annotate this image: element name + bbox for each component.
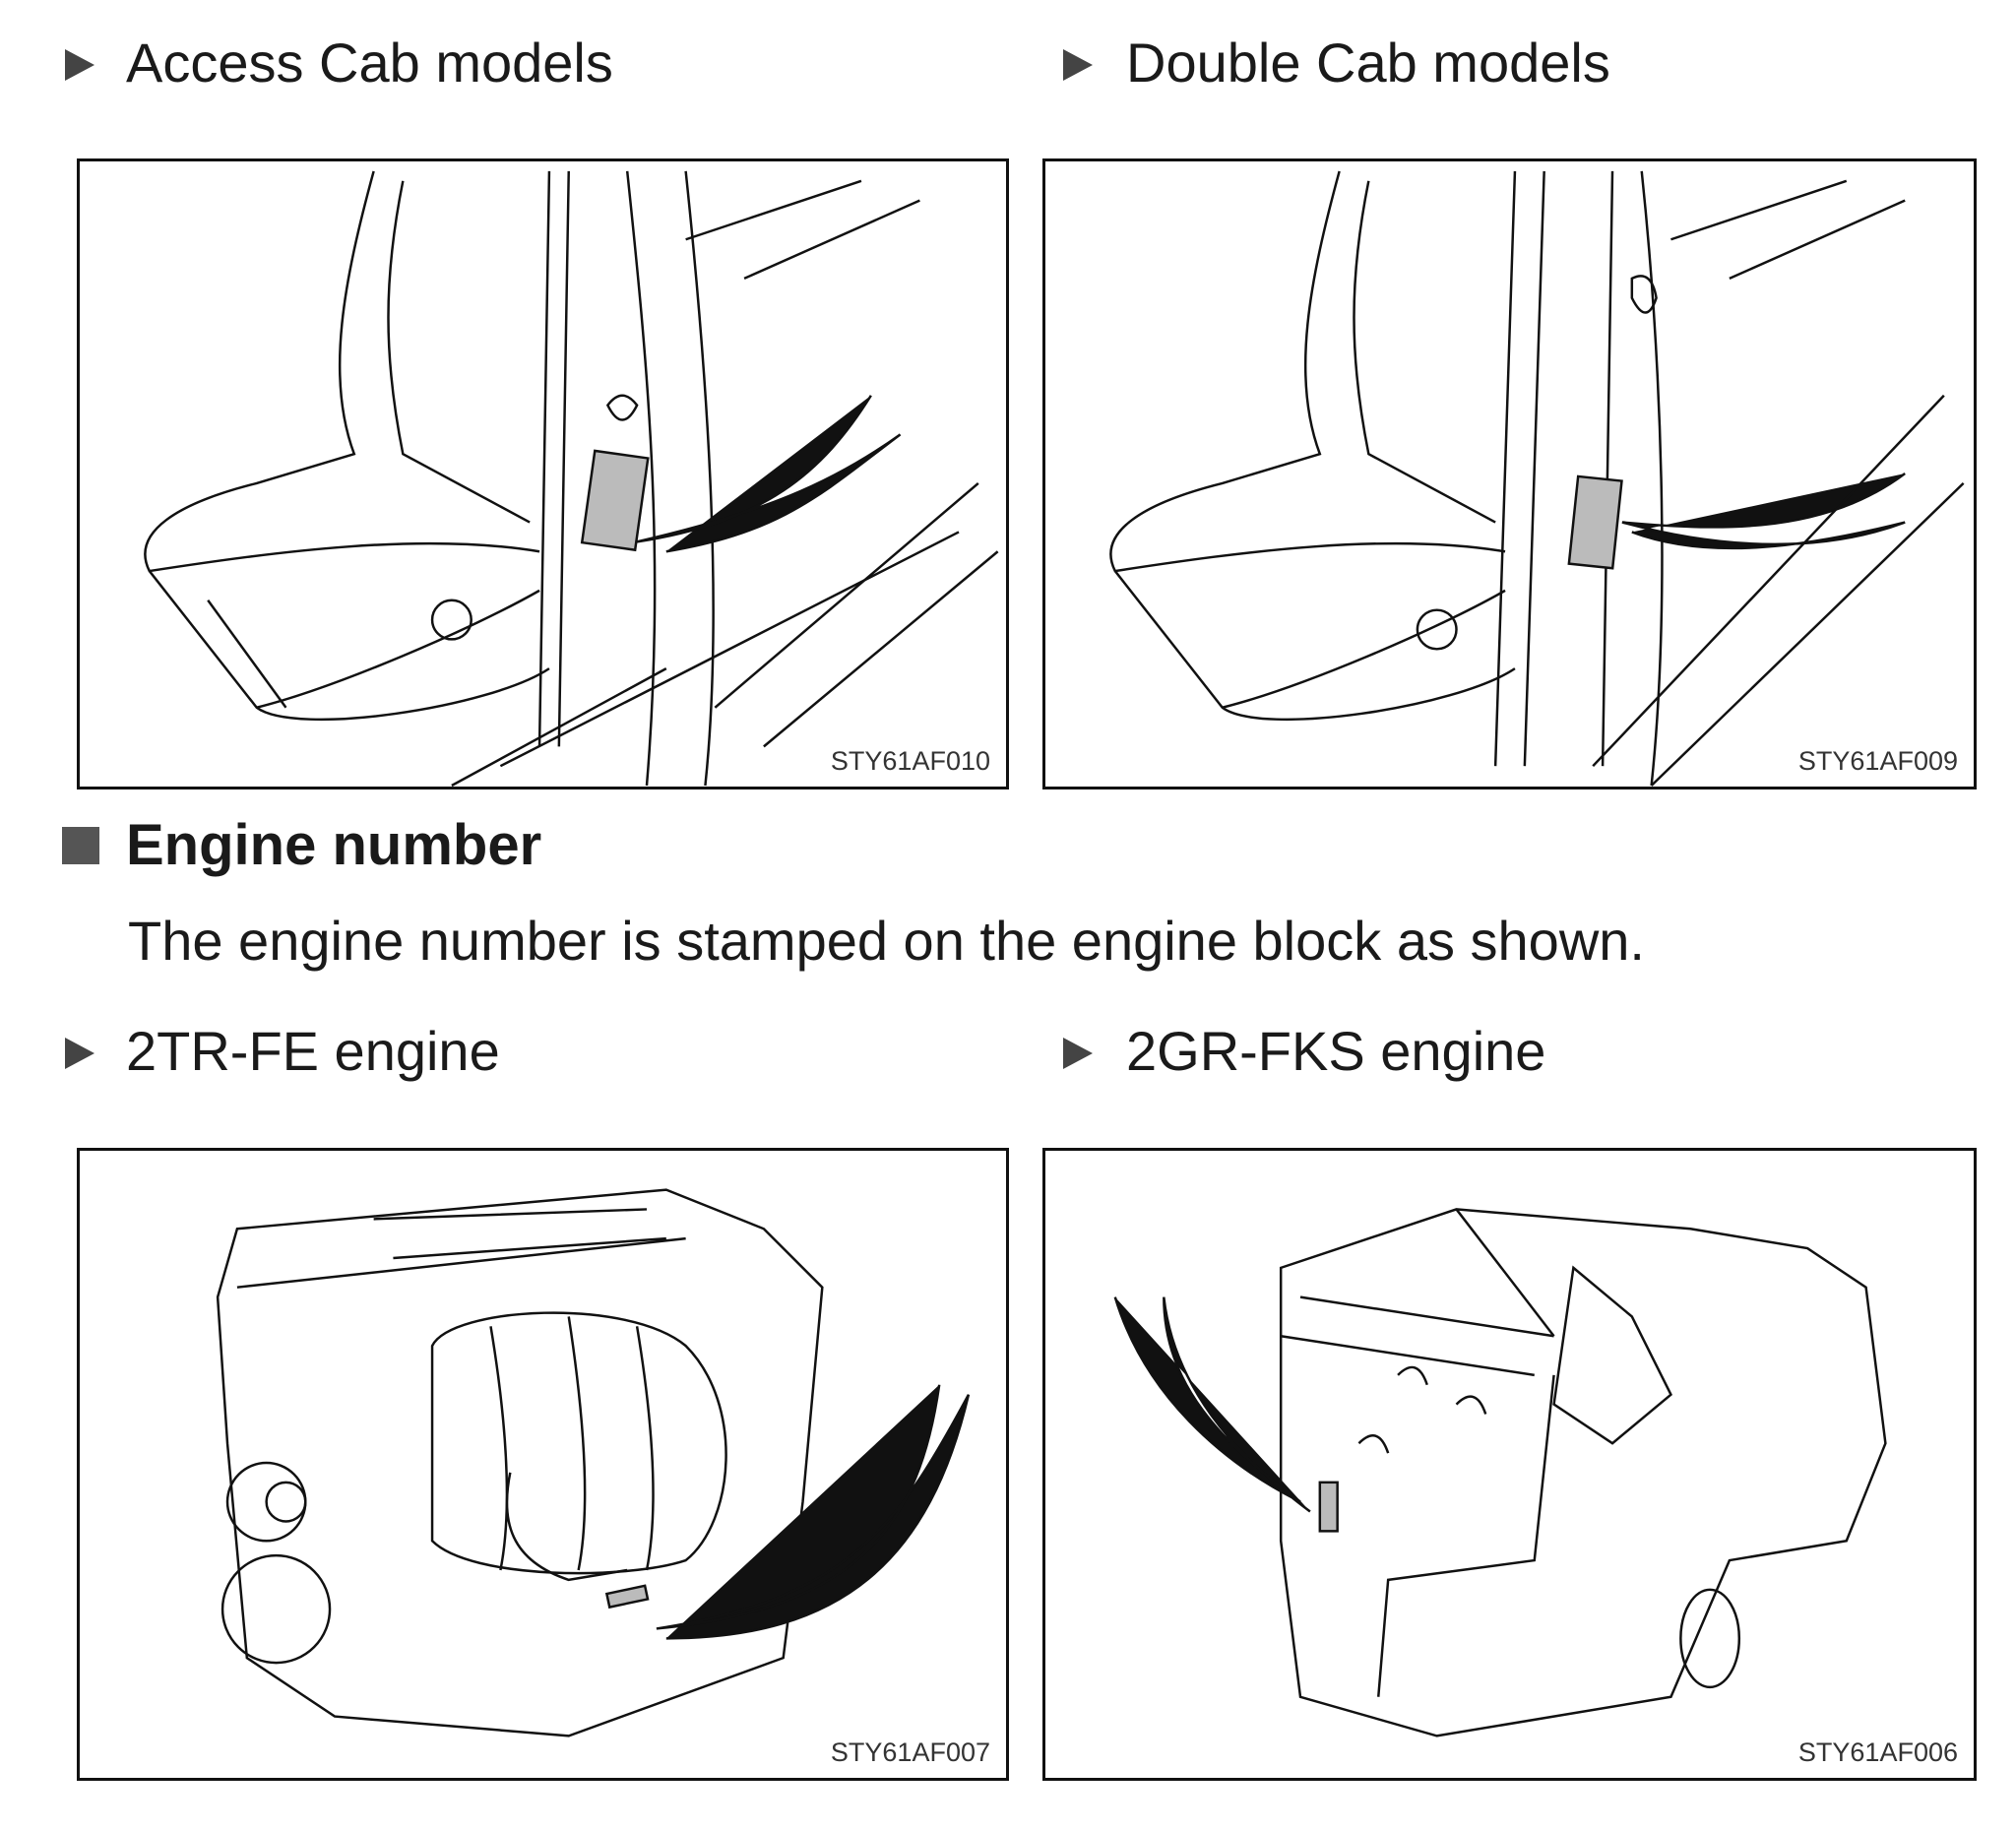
seat-pillar-illustration <box>144 170 999 787</box>
double-cab-figure: STY61AF009 <box>1042 158 1977 789</box>
triangle-right-icon <box>65 1038 94 1069</box>
figure-code: STY61AF009 <box>1797 746 1958 776</box>
seat-pillar-illustration <box>1109 170 1965 787</box>
engine-number-description: The engine number is stamped on the engi… <box>128 910 1645 972</box>
triangle-right-icon <box>65 49 94 81</box>
figure-code: STY61AF006 <box>1797 1737 1958 1767</box>
access-cab-figure: STY61AF010 <box>77 158 1009 789</box>
figure-code: STY61AF010 <box>830 746 990 776</box>
square-icon <box>62 827 99 864</box>
triangle-right-icon <box>1063 49 1093 81</box>
access-cab-heading: Access Cab models <box>126 32 613 94</box>
engine-2gr-figure: STY61AF006 <box>1042 1148 1977 1781</box>
engine-illustration <box>216 1188 971 1737</box>
engine-number-heading: Engine number <box>126 813 542 877</box>
double-cab-heading: Double Cab models <box>1126 32 1610 94</box>
engine-illustration <box>1113 1208 1887 1737</box>
triangle-right-icon <box>1063 1038 1093 1069</box>
engine-2gr-heading: 2GR-FKS engine <box>1126 1020 1546 1082</box>
figure-code: STY61AF007 <box>830 1737 990 1767</box>
engine-2tr-figure: STY61AF007 <box>77 1148 1009 1781</box>
engine-2tr-heading: 2TR-FE engine <box>126 1020 500 1082</box>
